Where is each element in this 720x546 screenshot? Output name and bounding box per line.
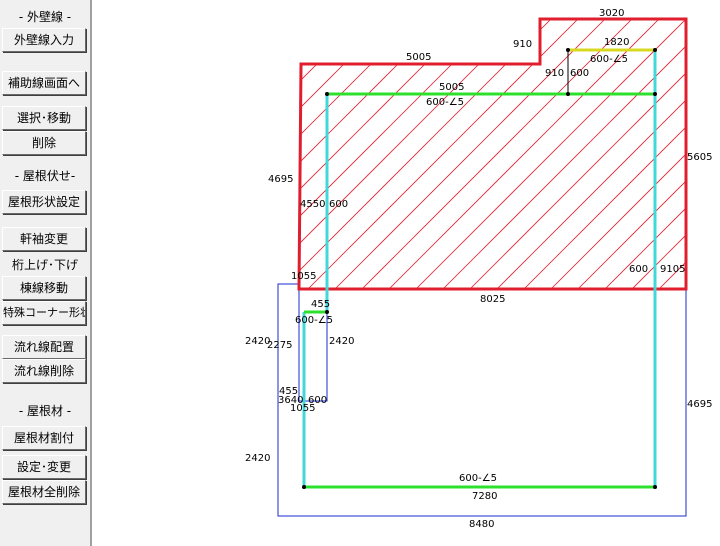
hatch-line xyxy=(299,19,436,289)
drawing-canvas[interactable]: 3020 910 1820 5005 600-∠5 910 600 5005 6… xyxy=(94,0,720,546)
node xyxy=(325,310,329,314)
left-toolbar: - 外壁線 - 外壁線入力 補助線画面へ 選択･移動 削除 - 屋根伏せ- 屋根… xyxy=(0,0,92,546)
hatch-line xyxy=(404,19,686,289)
hatch-line xyxy=(299,19,301,289)
hatch-line xyxy=(431,19,686,289)
node xyxy=(653,48,657,52)
ridge-line-move-button[interactable]: 棟線移動 xyxy=(2,276,86,300)
dim-600-bottom: 600 xyxy=(308,395,327,406)
eaves-change-button[interactable]: 軒袖変更 xyxy=(2,227,86,251)
dimension-labels: 3020 910 1820 5005 600-∠5 910 600 5005 6… xyxy=(245,8,712,530)
hatch-line xyxy=(566,19,686,289)
node xyxy=(325,92,329,96)
nodes xyxy=(302,48,657,489)
aux-line-screen-button[interactable]: 補助線画面へ xyxy=(2,71,86,95)
dim-8025: 8025 xyxy=(480,294,505,305)
hatch-line xyxy=(674,19,686,289)
dim-2420-inner: 2420 xyxy=(329,336,354,347)
dim-600-left: 600 xyxy=(329,199,348,210)
dim-4695-right: 4695 xyxy=(687,399,712,410)
hatch-line xyxy=(323,19,625,289)
node xyxy=(653,92,657,96)
dim-600-slope-small: 600-∠5 xyxy=(295,315,333,326)
select-move-button[interactable]: 選択･移動 xyxy=(2,106,86,130)
dim-600-slope-mid: 600-∠5 xyxy=(426,97,464,108)
hatch-line xyxy=(299,19,328,289)
outer-wall-input-button[interactable]: 外壁線入力 xyxy=(2,28,86,52)
roof-outline[interactable] xyxy=(297,17,688,291)
hatch-line xyxy=(485,19,686,289)
flow-line-place-button[interactable]: 流れ線配置 xyxy=(2,335,86,359)
dim-4550: 4550 xyxy=(300,199,325,210)
dim-2275: 2275 xyxy=(267,340,292,351)
dim-7280: 7280 xyxy=(472,491,497,502)
roof-material-delete-all-button[interactable]: 屋根材全削除 xyxy=(2,480,86,504)
hatch-line xyxy=(299,19,463,289)
dim-1055-bottom: 1055 xyxy=(290,403,315,414)
hatch-line xyxy=(647,19,686,289)
flow-line-delete-button[interactable]: 流れ線削除 xyxy=(2,359,86,383)
roof-shape-setting-button[interactable]: 屋根形状設定 xyxy=(2,190,86,214)
roof-plan-drawing[interactable]: 3020 910 1820 5005 600-∠5 910 600 5005 6… xyxy=(94,0,720,546)
special-corner-shape-button[interactable]: 特殊コーナー形状 xyxy=(2,301,86,325)
dim-600-slope-top: 600-∠5 xyxy=(590,54,628,65)
dim-910-inner: 910 xyxy=(545,68,564,79)
dim-9105: 9105 xyxy=(660,264,685,275)
setting-change-button[interactable]: 設定･変更 xyxy=(2,455,86,479)
hatch-line xyxy=(702,0,720,300)
dim-4695-left: 4695 xyxy=(268,174,293,185)
section-label-roof-fuse: - 屋根伏せ- xyxy=(14,169,76,183)
dim-8480: 8480 xyxy=(469,519,494,530)
hatch-line xyxy=(620,19,686,289)
dim-910-top: 910 xyxy=(513,39,532,50)
dim-2420-outer-top: 2420 xyxy=(245,336,270,347)
delete-button[interactable]: 削除 xyxy=(2,131,86,155)
node xyxy=(302,485,306,489)
dim-3020: 3020 xyxy=(599,8,624,19)
hatch-line xyxy=(299,19,409,289)
node xyxy=(653,485,657,489)
hatch-line xyxy=(458,19,686,289)
eaves-raise-lower-label: 桁上げ･下げ xyxy=(11,258,78,272)
dim-5005-outer: 5005 xyxy=(406,52,431,63)
dim-1820: 1820 xyxy=(604,37,629,48)
dim-600-slope-bottom: 600-∠5 xyxy=(459,473,497,484)
dim-5005-inner: 5005 xyxy=(439,82,464,93)
section-label-roof-material: - 屋根材 - xyxy=(18,404,72,418)
hatch-line xyxy=(539,19,686,289)
hatch-line xyxy=(299,19,598,289)
hatch-line xyxy=(299,19,382,289)
hatch-line xyxy=(299,19,490,289)
dim-1055-top: 1055 xyxy=(291,271,316,282)
dim-2420-outer-bottom: 2420 xyxy=(245,453,270,464)
dim-5605: 5605 xyxy=(687,152,712,163)
hatch-line xyxy=(512,19,686,289)
hatch-line xyxy=(299,19,517,289)
hatch-line xyxy=(299,19,544,289)
dim-600-inner: 600 xyxy=(570,68,589,79)
section-label-outer-wall: - 外壁線 - xyxy=(18,10,72,24)
roof-material-allocate-button[interactable]: 屋根材割付 xyxy=(2,426,86,450)
dim-3640: 3640 xyxy=(278,395,303,406)
hatch-line xyxy=(593,19,686,289)
dim-455-bottom: 455 xyxy=(279,386,298,397)
dim-600-right: 600 xyxy=(629,264,648,275)
dim-455-top: 455 xyxy=(311,299,330,310)
